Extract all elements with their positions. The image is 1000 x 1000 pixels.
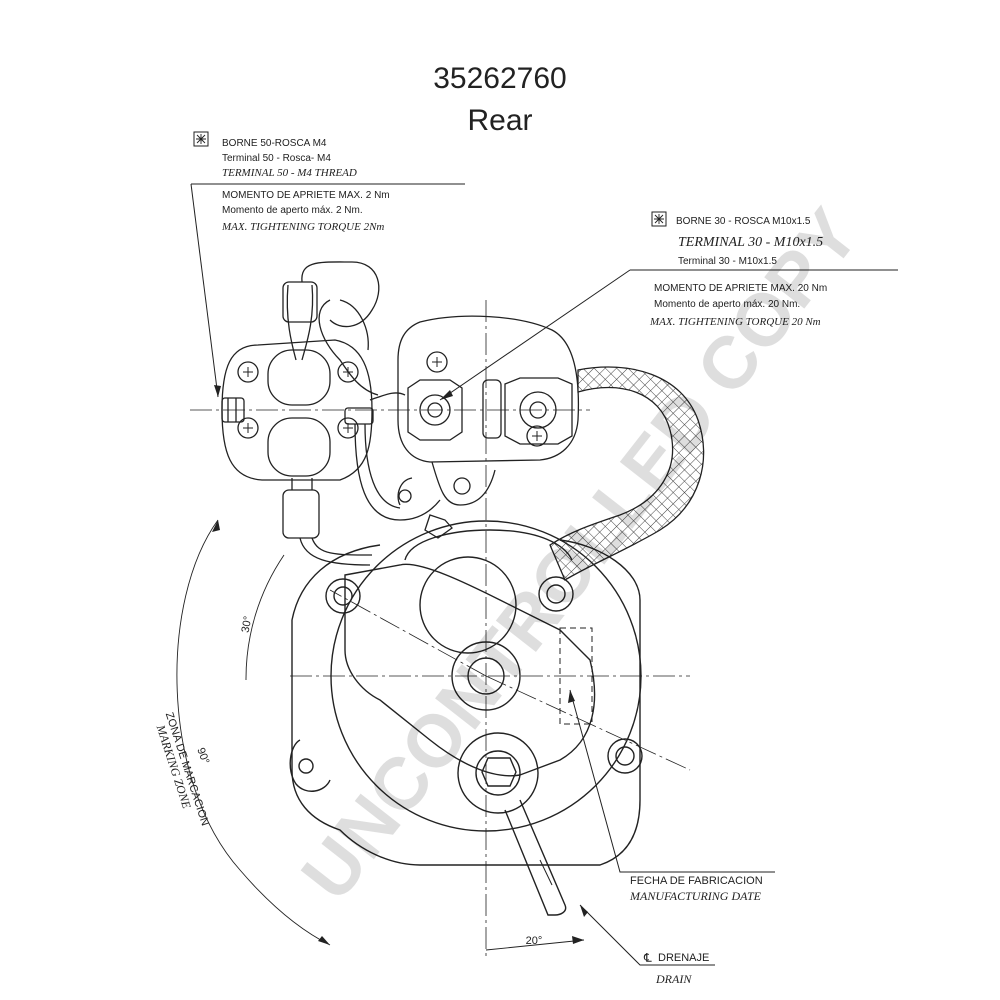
critical-asterisk-icon — [193, 131, 209, 147]
terminal30-torque3: MAX. TIGHTENING TORQUE 20 Nm — [649, 316, 821, 328]
drain-es: DRENAJE — [658, 952, 709, 964]
manufacturing-date-en: MANUFACTURING DATE — [629, 889, 762, 903]
dimension-20deg: 20° — [485, 935, 585, 951]
terminal30-torque2: Momento de aperto máx. 20 Nm. — [654, 299, 800, 310]
terminal50-torque3: MAX. TIGHTENING TORQUE 2Nm — [221, 221, 384, 233]
solenoid-cap — [221, 261, 441, 566]
terminal50-torque2: Momento de aperto máx. 2 Nm. — [222, 205, 363, 216]
drain-symbol: ℄ — [643, 951, 652, 965]
manufacturing-date-callout: FECHA DE FABRICACION MANUFACTURING DATE — [568, 689, 775, 903]
terminal50-torque1: MOMENTO DE APRIETE MAX. 2 Nm — [222, 190, 390, 201]
center-lines — [190, 300, 691, 960]
manufacturing-date-es: FECHA DE FABRICACION — [630, 875, 763, 887]
motor-housing — [289, 520, 643, 916]
terminal50-leader — [190, 183, 219, 398]
drain-callout: ℄ DRENAJE DRAIN — [579, 904, 715, 986]
terminal30-line3: Terminal 30 - M10x1.5 — [678, 256, 777, 267]
angle-90-label: 90° — [194, 746, 211, 766]
dimension-30deg: 30° — [240, 554, 285, 681]
terminal50-line1: BORNE 50-ROSCA M4 — [222, 138, 327, 149]
terminal30-line1: BORNE 30 - ROSCA M10x1.5 — [676, 216, 811, 227]
angle-20-label: 20° — [526, 935, 543, 947]
terminal30-arrow — [440, 390, 453, 400]
terminal30-leader — [439, 269, 631, 401]
terminal50-arrow — [214, 385, 221, 397]
terminal50-line3: TERMINAL 50 - M4 THREAD — [222, 167, 357, 179]
part-number: 35262760 — [433, 62, 566, 95]
terminal30-torque1: MOMENTO DE APRIETE MAX. 20 Nm — [654, 283, 827, 294]
terminal-plate — [397, 315, 580, 539]
dimension-90deg: 90° ZONA DE MARCACION MARKING ZONE — [153, 519, 331, 946]
view-label: Rear — [467, 104, 532, 137]
braided-cable — [549, 366, 705, 581]
drain-en: DRAIN — [655, 972, 692, 986]
terminal50-note: BORNE 50-ROSCA M4 Terminal 50 - Rosca- M… — [190, 131, 465, 398]
angle-30-label: 30° — [240, 615, 255, 633]
asterisk-mark — [196, 134, 206, 144]
asterisk-mark-2 — [654, 214, 664, 224]
terminal30-line2: TERMINAL 30 - M10x1.5 — [678, 235, 823, 250]
critical-asterisk-icon-2 — [651, 211, 667, 227]
watermark: UNCONTROLLED COPY — [285, 193, 874, 915]
terminal50-line2: Terminal 50 - Rosca- M4 — [222, 153, 331, 164]
terminal30-note: BORNE 30 - ROSCA M10x1.5 TERMINAL 30 - M… — [439, 211, 898, 401]
